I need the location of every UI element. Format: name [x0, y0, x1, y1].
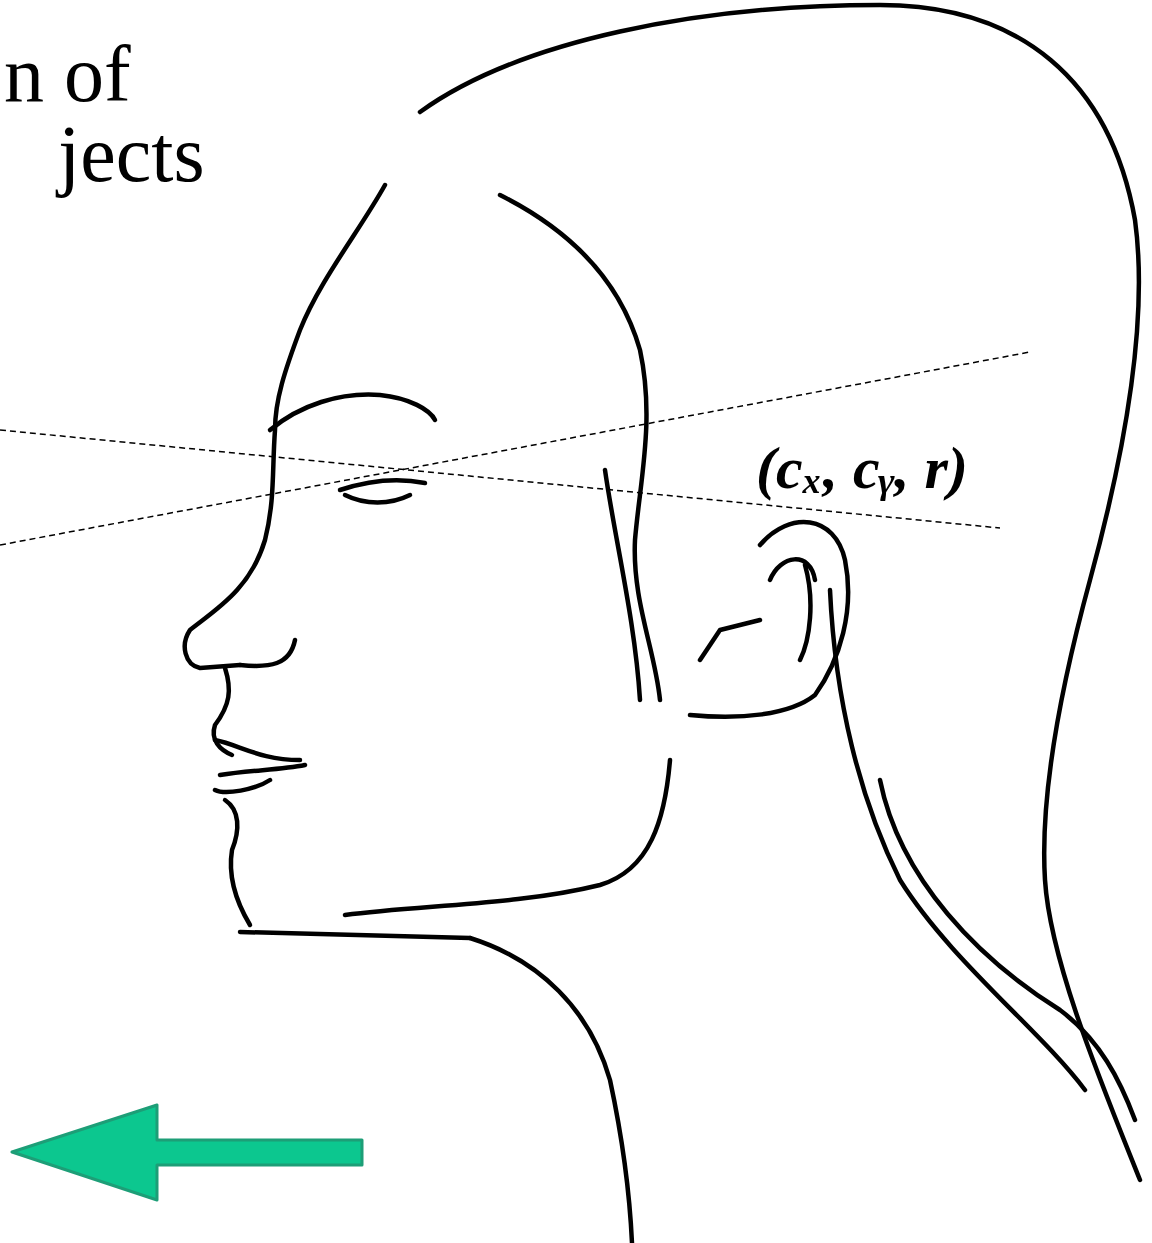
- title-fragment: jects: [58, 114, 205, 194]
- sight-line: [0, 430, 1000, 528]
- jaw-line: [345, 760, 670, 915]
- eye: [340, 480, 425, 502]
- ear-inner: [700, 559, 815, 660]
- cheek-line: [605, 470, 640, 700]
- coordinate-label: (cₓ, cᵧ, r): [752, 436, 972, 500]
- chin-base: [240, 932, 470, 938]
- direction-arrow: [12, 1105, 362, 1200]
- title-fragment: n of: [4, 34, 131, 114]
- hair-outline: [420, 5, 1140, 1180]
- face-profile: [185, 185, 385, 668]
- sight-line: [0, 352, 1030, 545]
- hair-strand: [830, 590, 1085, 1090]
- eyebrow: [270, 395, 435, 430]
- lips: [215, 740, 305, 792]
- neck-front: [470, 938, 632, 1243]
- nostril: [240, 640, 295, 666]
- chin: [225, 800, 250, 925]
- hair-strand: [880, 780, 1135, 1120]
- ear: [690, 522, 848, 717]
